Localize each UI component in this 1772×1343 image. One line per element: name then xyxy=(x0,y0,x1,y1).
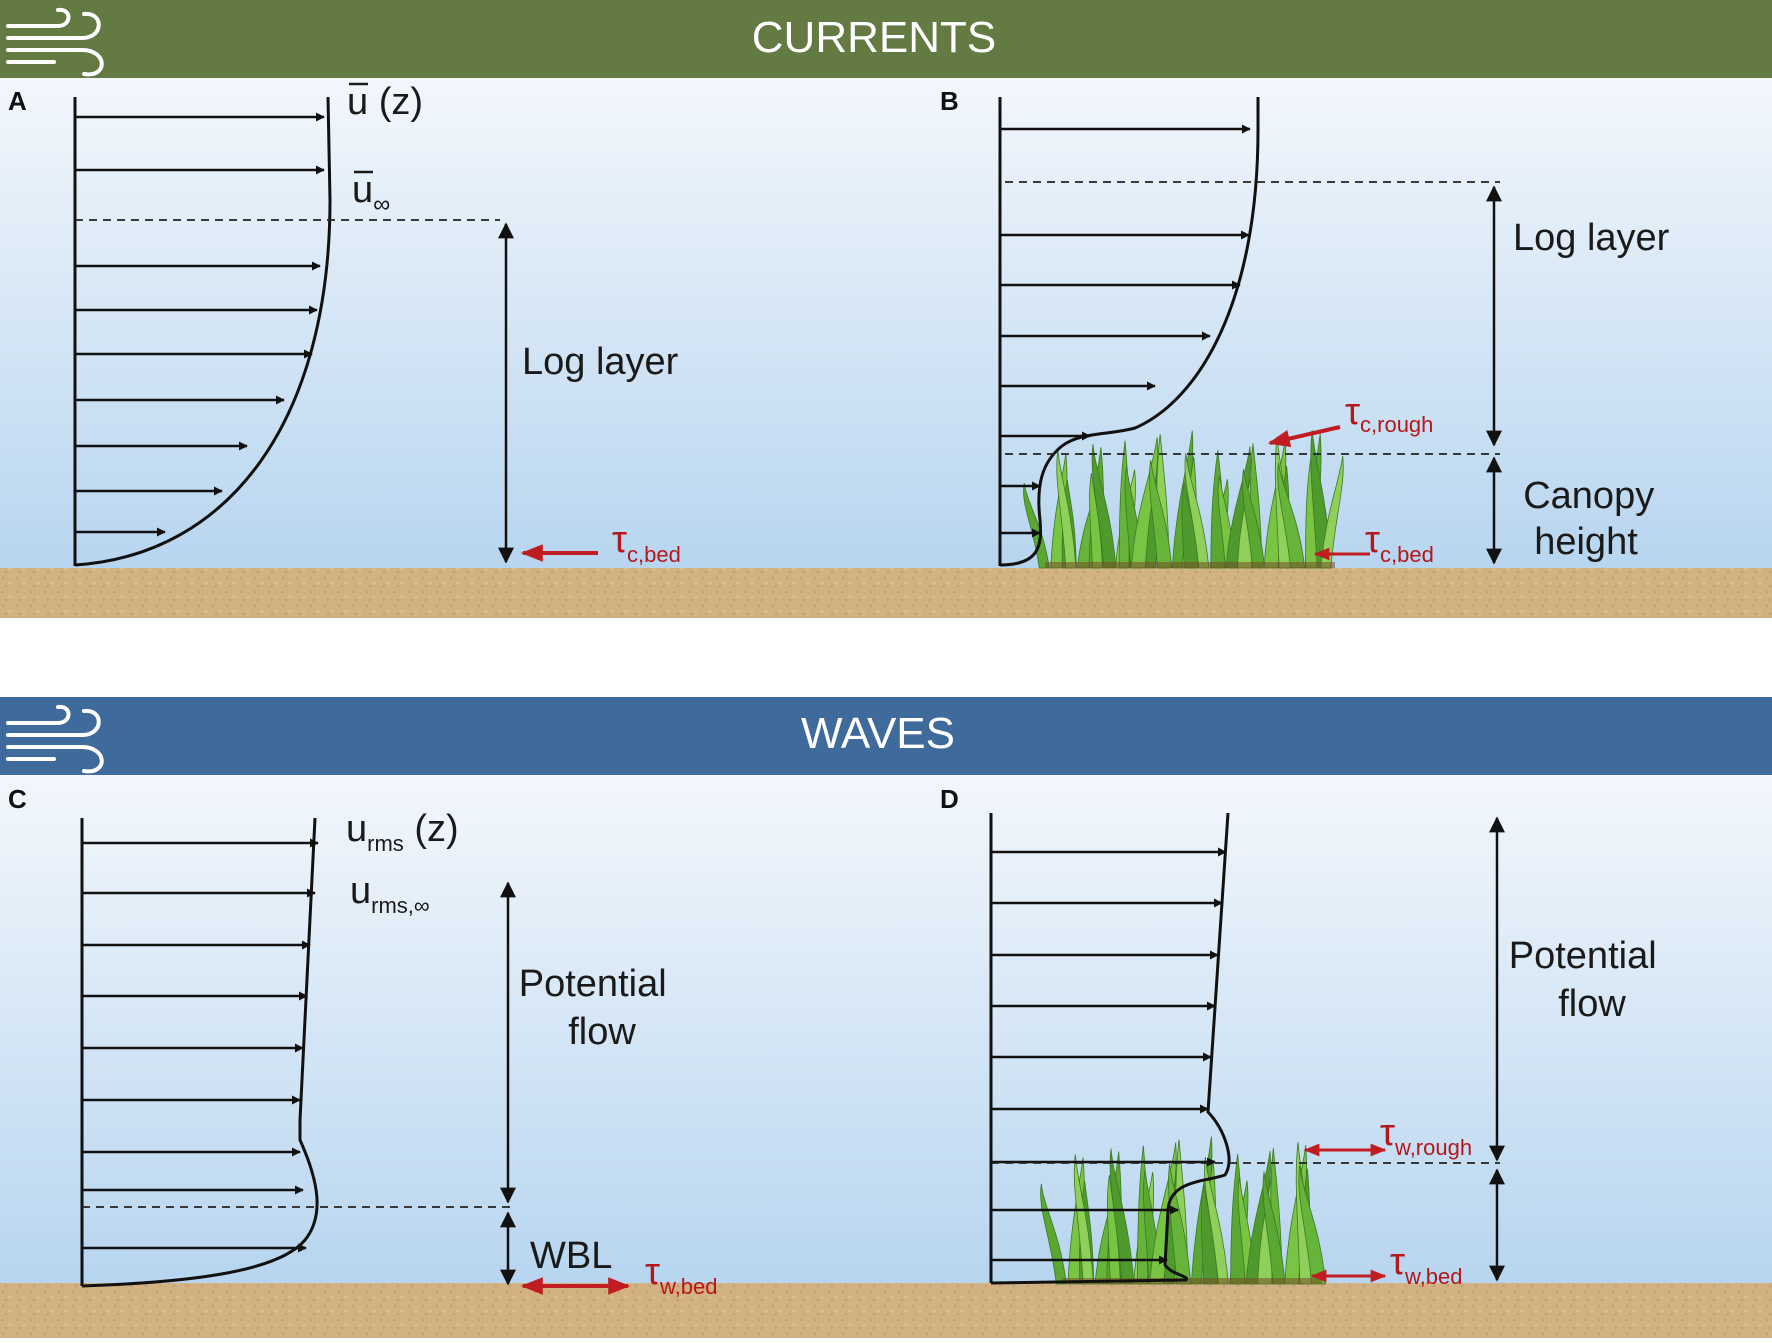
water-waves xyxy=(0,775,1772,1285)
seagrass-base xyxy=(1062,1278,1322,1284)
panel-c-velocity-profile xyxy=(81,817,319,1288)
panel-a: A u (z) u∞ Log layer τc,bed xyxy=(8,81,681,567)
panel-b: B Log layer Canopy height τc,rough τc,be… xyxy=(940,86,1670,569)
panel-a-velocity-profile xyxy=(74,96,332,567)
panel-c: C urms (z) urms,∞ Potential flow WBL τw,… xyxy=(8,784,718,1299)
seagrass-blade xyxy=(1320,455,1344,569)
panel-a-log-layer-label: Log layer xyxy=(522,341,679,383)
seagrass-blade xyxy=(1073,1154,1094,1285)
panel-a-velocity-arrows xyxy=(75,112,325,537)
panel-d-letter: D xyxy=(940,784,959,814)
seagrass-blade xyxy=(1298,1165,1327,1285)
seagrass-blade xyxy=(1204,1156,1229,1285)
panel-c-velocity-arrows xyxy=(82,838,319,1253)
panel-b-rough-shear-label: τc,rough xyxy=(1345,391,1433,437)
waves-title: WAVES xyxy=(801,709,955,758)
panel-d-potential-flow-label: Potential flow xyxy=(1509,935,1667,1025)
panel-c-freestream-label: urms,∞ xyxy=(350,870,430,918)
waves-banner xyxy=(0,697,1772,775)
panel-b-seagrass-canopy xyxy=(1023,430,1344,569)
panel-c-wbl-label: WBL xyxy=(530,1235,612,1277)
panel-b-letter: B xyxy=(940,86,959,116)
panel-c-letter: C xyxy=(8,784,27,814)
panel-a-freestream-label: u∞ xyxy=(352,169,390,218)
currents-banner xyxy=(0,0,1772,78)
seagrass-blade xyxy=(1109,1148,1135,1285)
panel-c-bed-shear-label: τw,bed xyxy=(645,1251,718,1299)
sediment-bed-currents xyxy=(0,568,1772,618)
panel-c-profile-label: urms (z) xyxy=(346,808,459,856)
panel-d-velocity-arrows xyxy=(991,847,1227,1265)
wind-icon xyxy=(6,7,104,77)
seagrass-blade xyxy=(1149,459,1173,569)
seagrass-blade xyxy=(1184,453,1210,569)
panel-d-bed-shear-label: τw,bed xyxy=(1390,1241,1463,1289)
wind-icon xyxy=(6,704,104,774)
seagrass-base xyxy=(1045,562,1335,568)
panel-a-letter: A xyxy=(8,86,27,116)
panel-a-bed-shear-label: τc,bed xyxy=(612,519,681,567)
panel-d-rough-shear-label: τw,rough xyxy=(1380,1112,1472,1160)
panel-b-rough-shear-arrow xyxy=(1267,425,1341,448)
seagrass-blade xyxy=(1277,462,1306,569)
panel-d: D Potential flow τw,rough τw,bed xyxy=(940,784,1667,1289)
panel-d-seagrass-canopy xyxy=(1040,1136,1327,1285)
panel-c-potential-flow-label: Potential flow xyxy=(519,963,677,1053)
seagrass-blade xyxy=(1089,473,1103,569)
seagrass-blade xyxy=(1262,1171,1286,1285)
seagrass-blade xyxy=(1242,469,1265,569)
sediment-bed-waves xyxy=(0,1283,1772,1338)
panel-b-log-layer-label: Log layer xyxy=(1513,217,1670,259)
panel-b-bed-shear-label: τc,bed xyxy=(1365,519,1434,567)
currents-title: CURRENTS xyxy=(752,13,996,62)
panel-d-velocity-profile xyxy=(990,812,1231,1285)
panel-b-velocity-arrows xyxy=(1000,124,1251,538)
seagrass-blade xyxy=(1091,443,1117,569)
panel-a-profile-label: u (z) xyxy=(347,81,423,123)
panel-b-canopy-label: Canopy height xyxy=(1523,475,1665,563)
water-currents xyxy=(0,78,1772,570)
